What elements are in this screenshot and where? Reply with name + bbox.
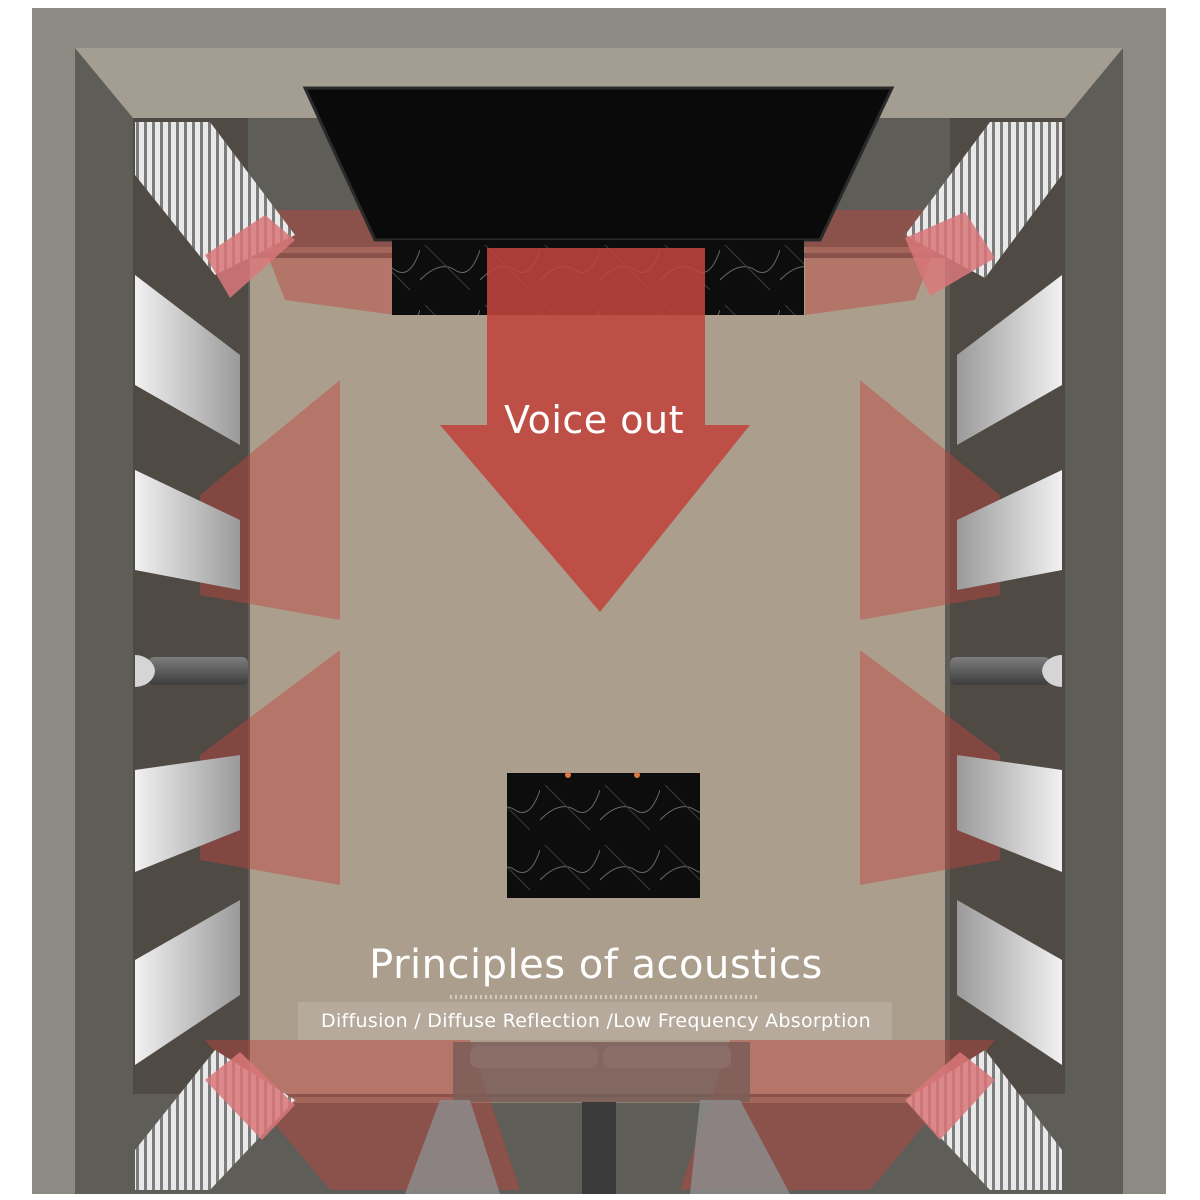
voice-out-arrow (440, 248, 750, 612)
diagram-subtitle: Diffusion / Diffuse Reflection /Low Freq… (321, 1010, 871, 1032)
diagram-title: Principles of acoustics (369, 942, 823, 988)
bass-trap-top-right (905, 122, 1062, 296)
bass-trap-top-left (135, 122, 295, 298)
tv-screen (302, 86, 895, 242)
coffee-table (507, 773, 700, 898)
floor-beam-right (690, 1100, 790, 1194)
speaker-right (950, 654, 1062, 688)
diffuser-panel-left-3 (135, 755, 240, 872)
diffuser-panel-right-4 (957, 900, 1062, 1065)
floor-beam-left (405, 1100, 500, 1194)
diffuser-panel-right-3 (957, 755, 1062, 872)
bass-trap-bottom-right (905, 1050, 1062, 1190)
coffee-table-light-left (565, 772, 571, 778)
diffuser-panel-right-1 (957, 275, 1062, 445)
subtitle-band (298, 1002, 892, 1040)
voice-out-label: Voice out (504, 398, 684, 442)
diffuser-panel-right-2 (957, 470, 1062, 590)
diffuser-panel-left-2 (135, 470, 240, 590)
sofa (453, 1042, 750, 1102)
diffuser-panel-left-1 (135, 275, 240, 445)
bass-trap-bottom-left (135, 1050, 295, 1190)
coffee-table-light-right (634, 772, 640, 778)
speaker-left (135, 655, 248, 688)
diffuser-panel-left-4 (135, 900, 240, 1065)
floor-beam-center (582, 1102, 616, 1194)
